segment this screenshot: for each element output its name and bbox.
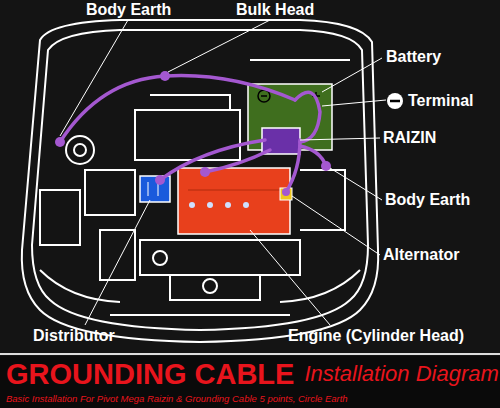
part-label: Body Earth bbox=[86, 1, 171, 19]
title-heading: GROUNDING CABLE bbox=[6, 358, 294, 390]
part-label: Body Earth bbox=[385, 191, 470, 209]
part-label: Terminal bbox=[408, 92, 474, 110]
part-label: Engine (Cylinder Head) bbox=[288, 327, 464, 345]
part-label: RAIZIN bbox=[383, 129, 436, 147]
part-label: Distributor bbox=[33, 327, 115, 345]
title-subheading: Installation Diagram bbox=[304, 358, 498, 390]
part-label: Battery bbox=[386, 48, 441, 66]
part-label: Alternator bbox=[383, 246, 459, 264]
caption: Basic Installation For Pivot Mega Raizin… bbox=[6, 393, 348, 404]
part-label: Bulk Head bbox=[236, 1, 314, 19]
